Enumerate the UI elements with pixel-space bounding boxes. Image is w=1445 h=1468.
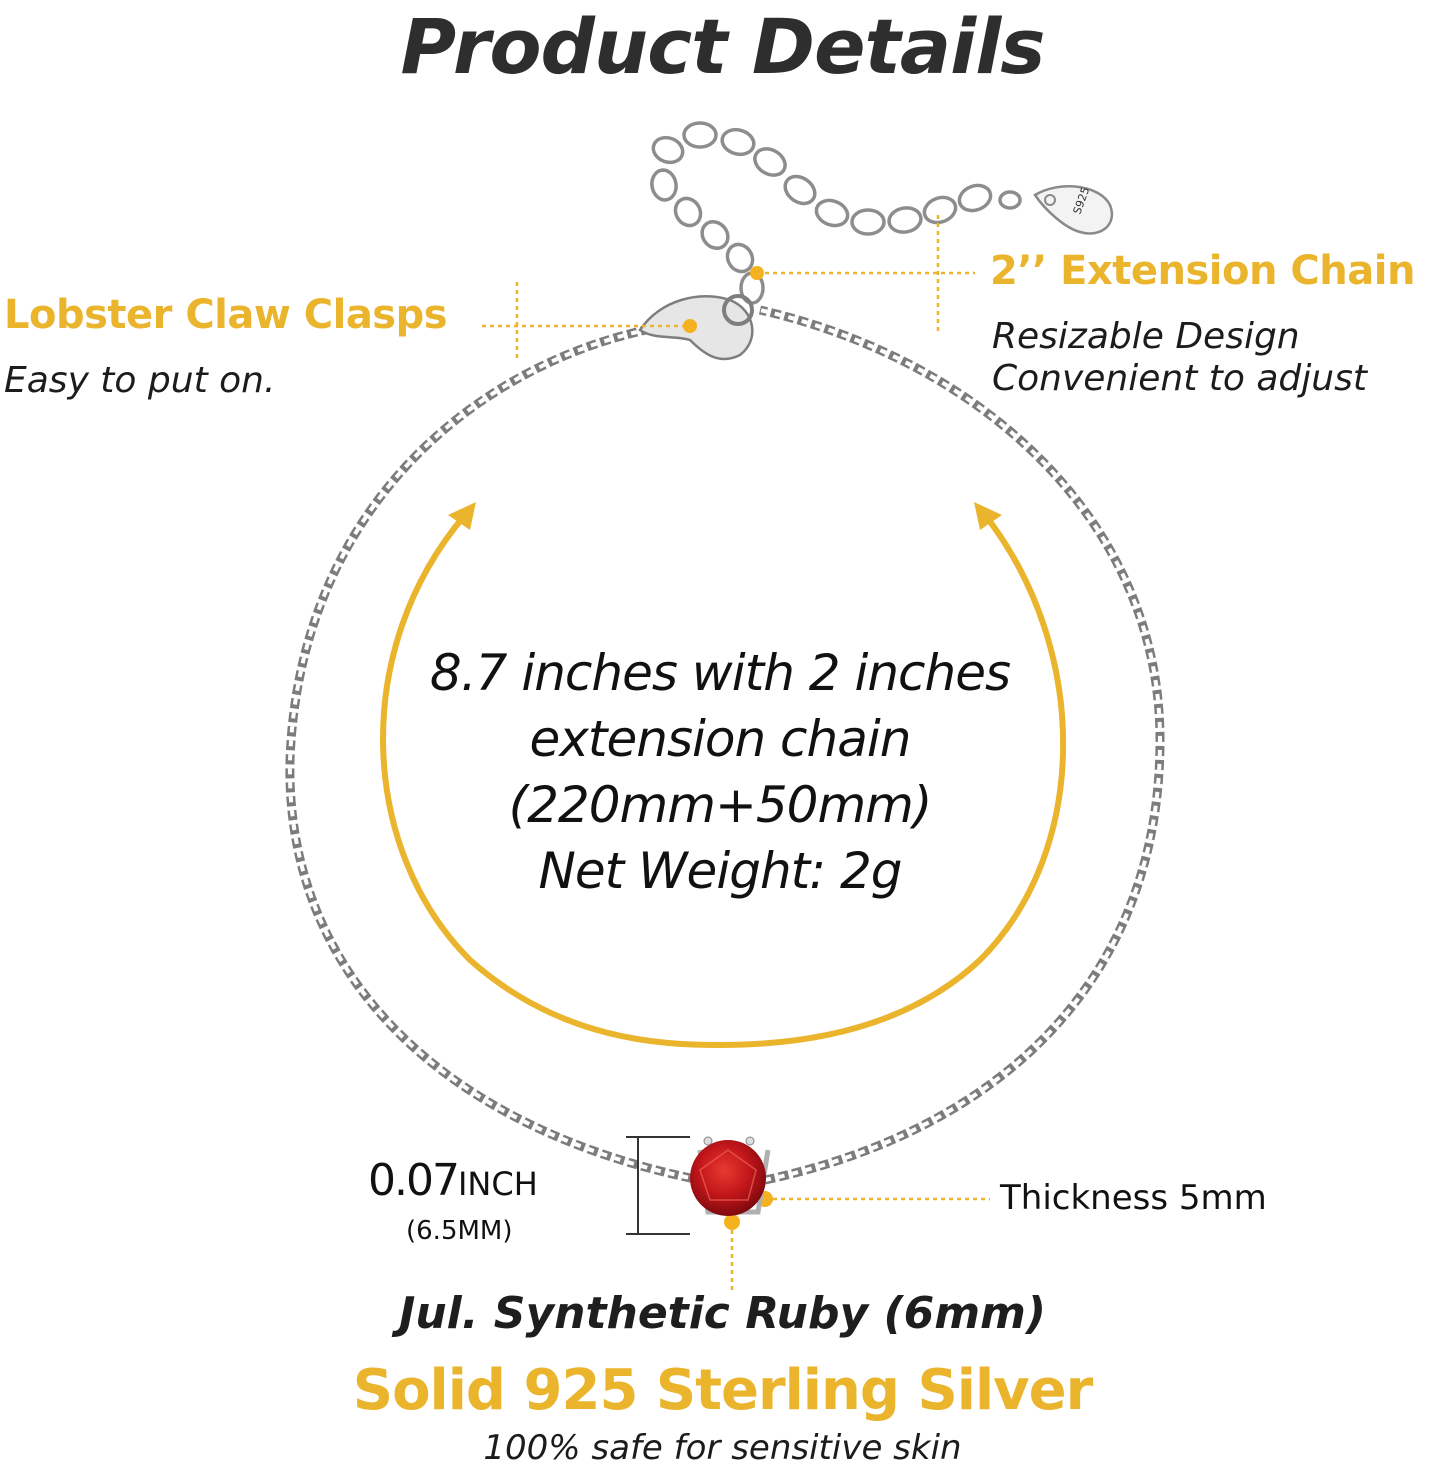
dimension-line-2: extension chain — [529, 710, 912, 768]
gem-height-mm: (6.5MM) — [406, 1216, 513, 1246]
gem-height-unit: INCH — [457, 1165, 538, 1203]
page-title: Product Details — [400, 2, 1046, 91]
gem-height: 0.07INCH — [368, 1155, 538, 1206]
s925-tag: S925 — [1033, 185, 1113, 235]
height-bracket — [626, 1136, 690, 1235]
stone-label: Jul. Synthetic Ruby (6mm) — [398, 1288, 1047, 1339]
clasp-callout-title: Lobster Claw Clasps — [4, 292, 448, 338]
arrow-up-left-curve-icon — [448, 502, 476, 530]
gem-height-value: 0.07 — [368, 1155, 460, 1206]
thickness-label: Thickness 5mm — [1000, 1178, 1267, 1218]
size-arc — [380, 512, 1067, 1049]
ruby-gem — [690, 1136, 771, 1216]
extension-chain — [650, 121, 1022, 305]
dimension-info: 8.7 inches with 2 inches extension chain… — [380, 640, 1060, 904]
extension-callout-line1: Resizable Design — [992, 316, 1300, 357]
arrow-up-right-curve-icon — [974, 502, 1002, 530]
extension-callout-title: 2’’ Extension Chain — [990, 248, 1415, 294]
clasp-callout-subtitle: Easy to put on. — [4, 360, 276, 401]
dimension-line-1: 8.7 inches with 2 inches — [429, 644, 1011, 702]
material-title: Solid 925 Sterling Silver — [352, 1358, 1094, 1423]
bracelet-chain — [285, 305, 1165, 1185]
dimension-line-3: (220mm+50mm) — [508, 776, 933, 834]
material-subtitle: 100% safe for sensitive skin — [483, 1428, 962, 1468]
dimension-line-4: Net Weight: 2g — [538, 842, 902, 900]
leader-lines — [482, 215, 990, 1290]
extension-callout-line2: Convenient to adjust — [992, 358, 1367, 399]
